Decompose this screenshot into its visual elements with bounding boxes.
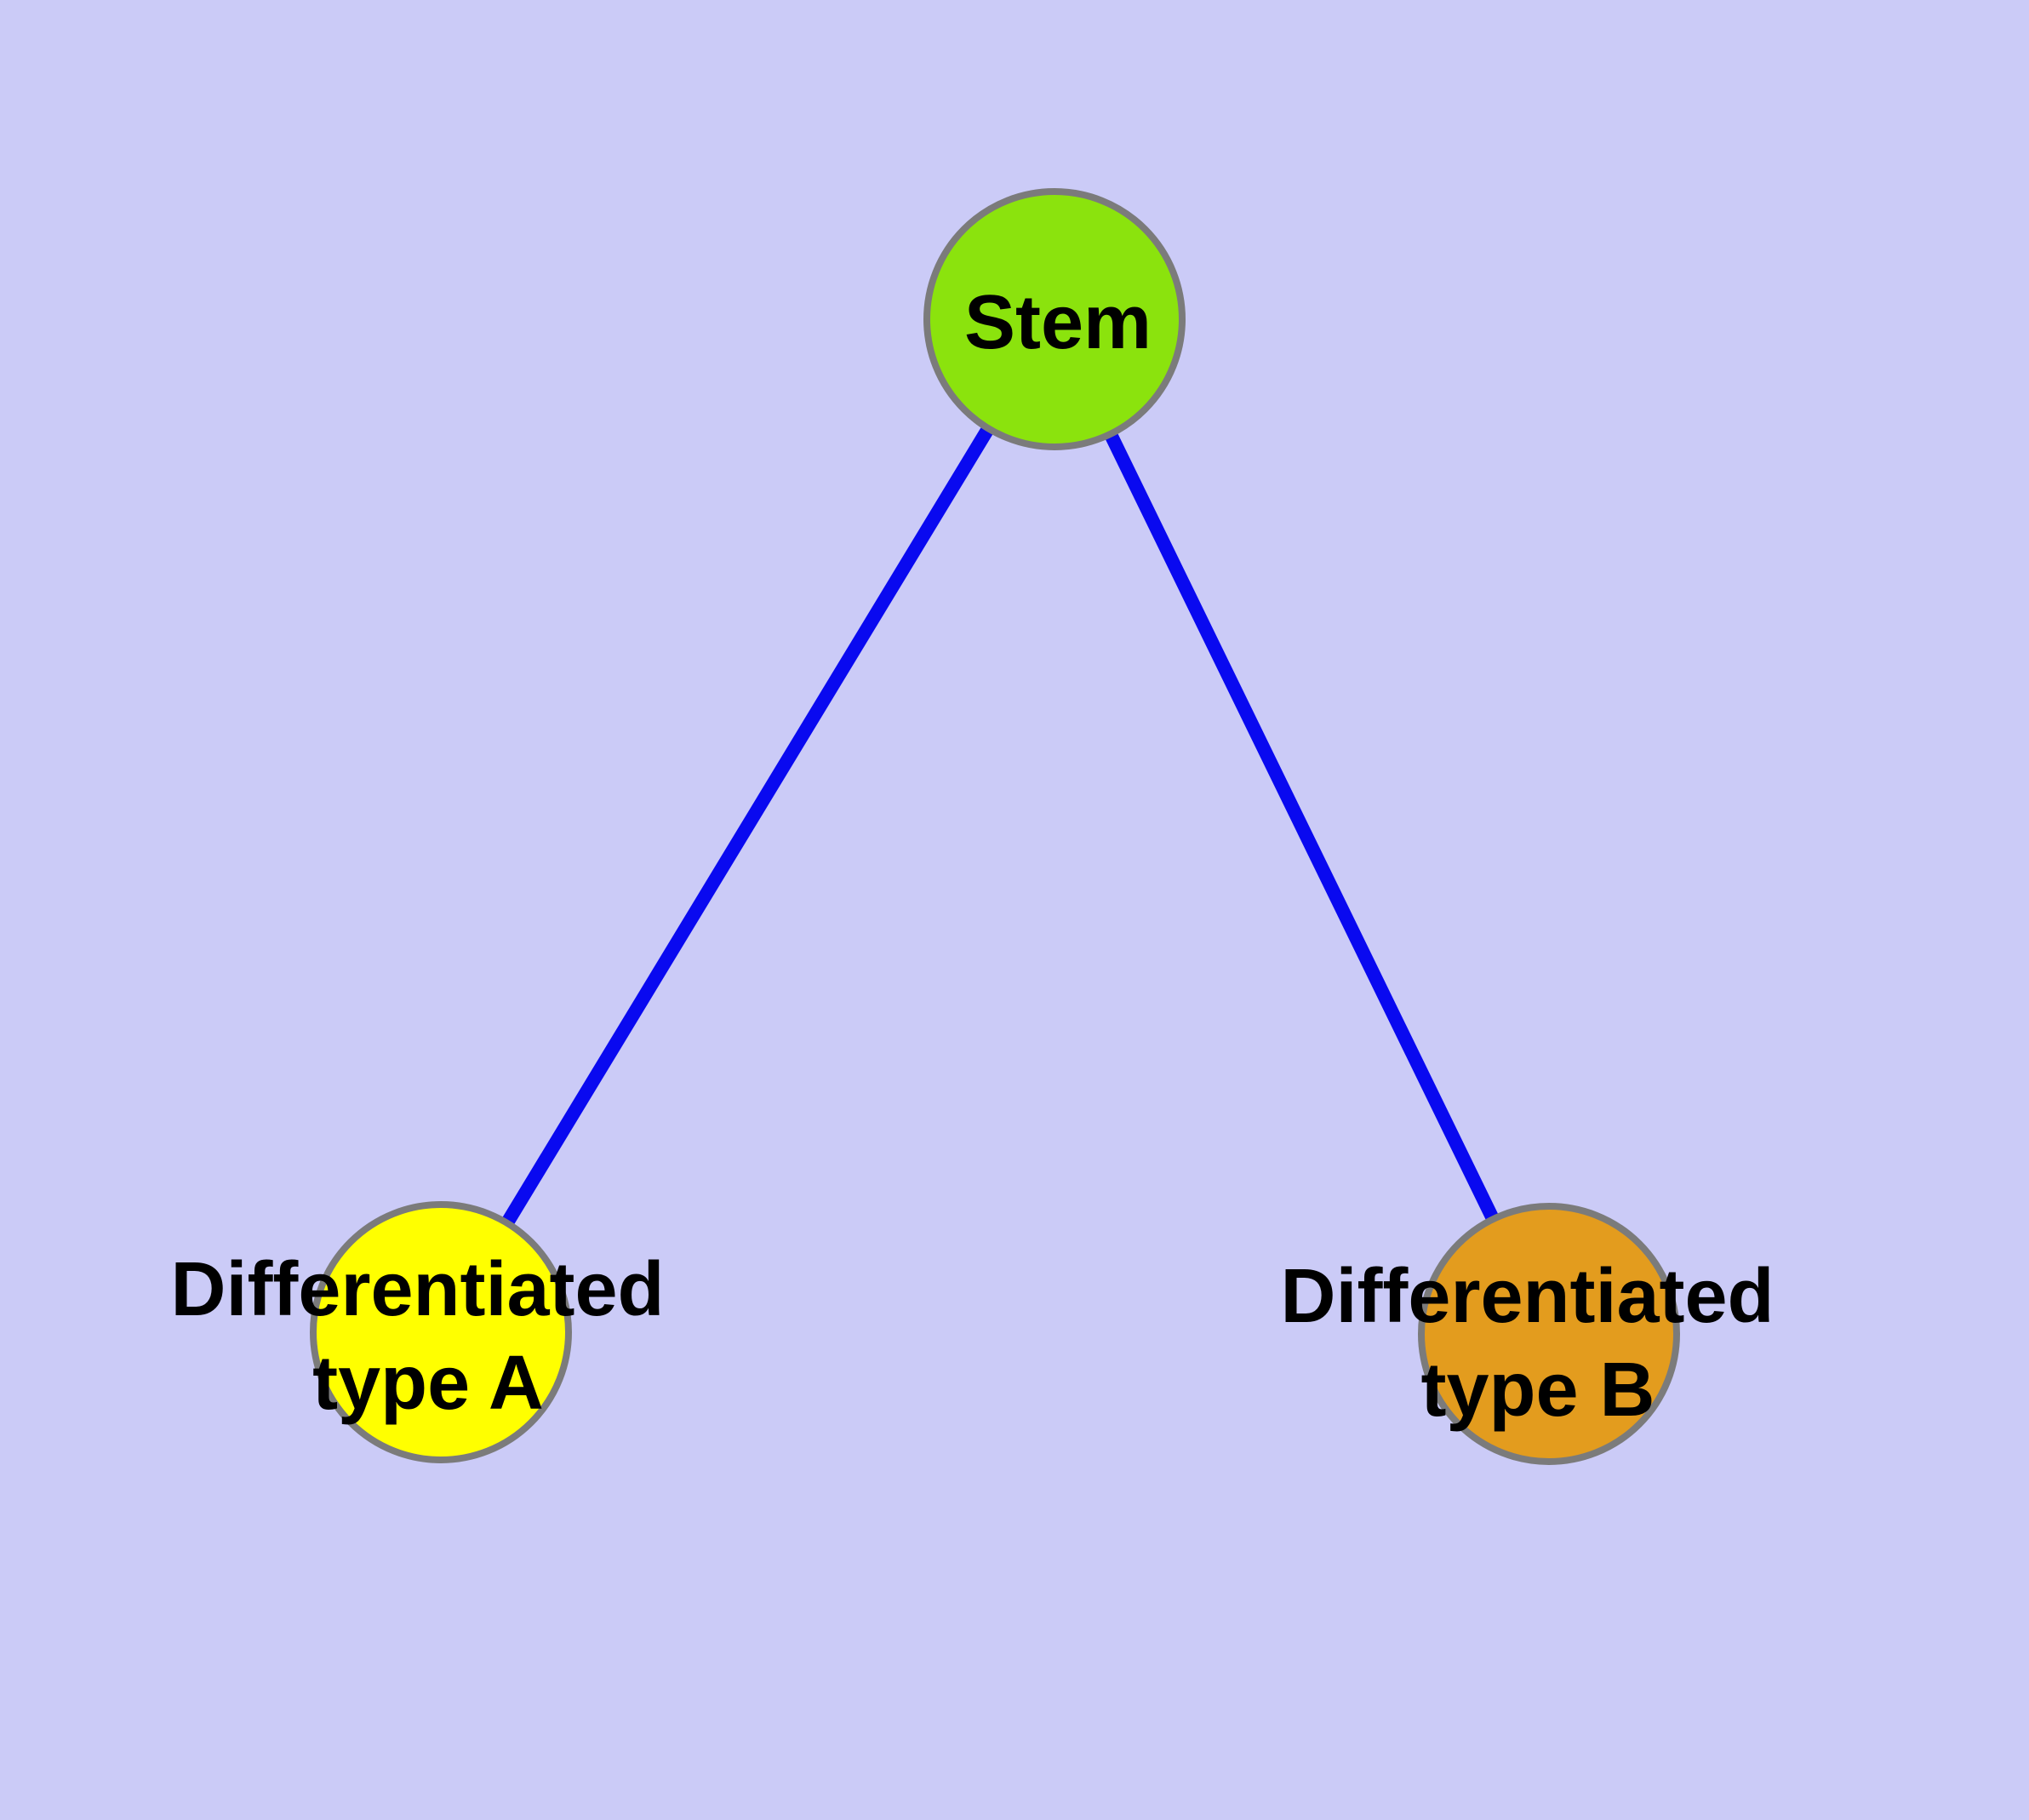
node-type-b-label-line2: type B <box>1420 1348 1655 1433</box>
node-type-a-label: Differentiated type A <box>170 1247 685 1426</box>
edge-stem-to-type-a <box>435 315 1060 1336</box>
node-stem-label: Stem <box>964 280 1152 365</box>
node-type-b-circle <box>1418 1203 1680 1465</box>
node-stem-circle <box>923 188 1186 450</box>
edge-stem-to-type-b <box>1048 316 1556 1337</box>
node-type-a-label-line2: type A <box>312 1341 544 1426</box>
node-type-a-label-line1: Differentiated <box>170 1247 664 1332</box>
node-type-b-label-line1: Differentiated <box>1280 1254 1774 1339</box>
node-type-b-label: Differentiated type B <box>1280 1254 1795 1433</box>
node-type-a-circle <box>310 1201 572 1463</box>
